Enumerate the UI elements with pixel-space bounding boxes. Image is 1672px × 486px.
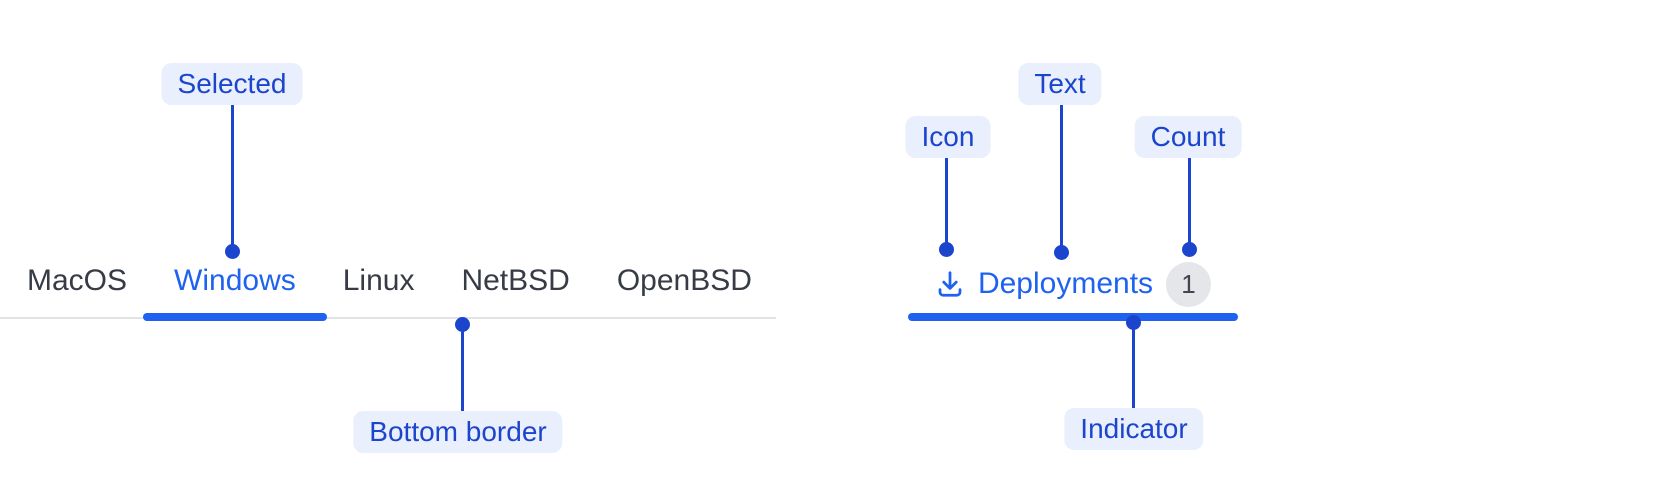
tab-deployments[interactable]: Deployments 1: [908, 260, 1238, 308]
tab-netbsd[interactable]: NetBSD: [461, 264, 570, 297]
annotation-bottom-border-dot: [454, 316, 470, 332]
annotation-icon-line: [944, 158, 948, 244]
annotation-text-line: [1059, 105, 1063, 246]
tab-list: MacOS Windows Linux NetBSD OpenBSD: [27, 264, 752, 321]
annotation-selected-dot: [224, 243, 240, 259]
annotation-count-label: Count: [1134, 116, 1242, 158]
annotation-indicator-line: [1131, 329, 1135, 409]
tabs-bottom-border: [0, 317, 776, 319]
selected-tab-underline: [143, 313, 327, 321]
annotation-count-dot: [1181, 241, 1197, 257]
annotation-icon-dot: [938, 241, 954, 257]
tab-deployments-label: Deployments: [977, 267, 1154, 300]
annotation-bottom-border-line: [460, 331, 464, 412]
tab-windows[interactable]: Windows: [143, 264, 327, 321]
deployments-active-indicator: [908, 313, 1238, 321]
annotation-bottom-border-label: Bottom border: [353, 411, 563, 453]
annotation-icon-label: Icon: [905, 116, 991, 158]
annotation-selected-line: [230, 105, 234, 246]
download-icon: [935, 269, 965, 299]
annotation-text-dot: [1053, 244, 1069, 260]
tab-windows-label: Windows: [174, 264, 296, 297]
annotation-count-line: [1187, 158, 1191, 244]
tab-linux[interactable]: Linux: [342, 264, 415, 297]
tab-openbsd[interactable]: OpenBSD: [616, 264, 752, 297]
annotation-indicator-label: Indicator: [1064, 408, 1204, 450]
annotation-selected-label: Selected: [161, 63, 303, 105]
annotation-text-label: Text: [1018, 63, 1102, 105]
tab-macos[interactable]: MacOS: [27, 264, 128, 297]
annotation-indicator-dot: [1125, 314, 1141, 330]
tab-deployments-count-badge: 1: [1166, 261, 1212, 307]
